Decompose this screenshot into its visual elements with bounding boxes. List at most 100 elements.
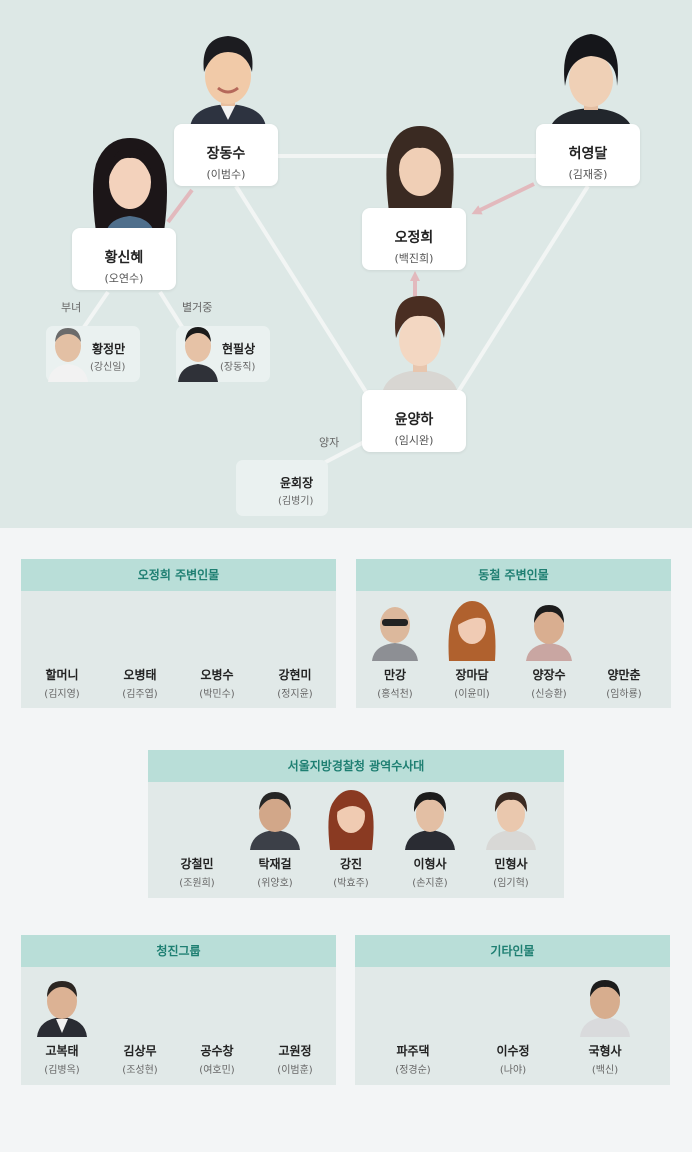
member-actor: (김병옥): [44, 1065, 80, 1076]
member-name: 민형사: [494, 857, 528, 871]
member-card[interactable]: 고원정 (이범훈): [256, 975, 334, 1076]
character-jang-dongsu[interactable]: 장동수 (이범수): [174, 124, 278, 186]
character-name: 황정만: [92, 342, 126, 356]
member-actor: (임하룡): [606, 689, 642, 700]
member-name: 할머니: [45, 668, 79, 682]
member-name: 장마담: [455, 668, 489, 682]
actor-name: (강신일): [90, 362, 126, 373]
actor-name: (오연수): [104, 272, 144, 285]
member-card[interactable]: 만강 (홍석천): [356, 599, 434, 700]
group-cheongjin: 청진그룹 고복태 (김병옥) 김상무 (조성현) 공수창 (여호민) 고원정 (…: [21, 935, 336, 1085]
member-card[interactable]: 민형사 (임기혁): [472, 788, 550, 889]
jang-madam-portrait-icon: [448, 601, 496, 661]
group-title: 오정희 주변인물: [21, 559, 336, 591]
character-name: 윤회장: [280, 476, 314, 490]
member-actor: (홍석천): [377, 689, 413, 700]
lee-hyeongsa-portrait-icon: [405, 792, 455, 850]
member-card[interactable]: 파주댁 (정경순): [374, 975, 452, 1076]
group-title: 청진그룹: [21, 935, 336, 967]
line-heo-yoon: [456, 184, 590, 394]
gang-jin-portrait-icon: [328, 790, 374, 850]
member-card[interactable]: 이수정 (나야): [474, 975, 552, 1076]
character-oh-jeonghui[interactable]: 오정희 (백진희): [362, 208, 466, 270]
member-actor: (임기혁): [493, 878, 529, 889]
actor-name: (장동직): [220, 362, 256, 373]
member-name: 고복태: [45, 1044, 79, 1058]
member-name: 강철민: [180, 857, 214, 871]
character-name: 허영달: [568, 146, 608, 162]
actor-name: (이범수): [206, 168, 246, 181]
member-name: 만강: [383, 668, 407, 682]
member-card[interactable]: 강현미 (정지윤): [256, 599, 334, 700]
member-name: 이형사: [413, 857, 447, 871]
actor-name: (백진희): [394, 252, 434, 265]
heo-yeongdal-portrait-icon: [549, 34, 633, 132]
member-card[interactable]: 오병태 (김주엽): [101, 599, 179, 700]
character-name: 오정희: [394, 230, 434, 246]
member-card[interactable]: 고복태 (김병옥): [23, 975, 101, 1076]
arrow-heo-oh: [471, 182, 535, 215]
member-name: 오병수: [200, 668, 234, 682]
character-name: 윤양하: [394, 412, 434, 428]
character-name: 장동수: [206, 146, 246, 162]
member-actor: (조성현): [122, 1065, 158, 1076]
line-hwang-jang: [166, 188, 194, 224]
character-name: 황신혜: [104, 250, 144, 266]
group-seoul-police: 서울지방경찰청 광역수사대 강철민 (조원희) 탁재걸 (위양호) 강진 (박효…: [148, 750, 564, 898]
member-name: 양장수: [532, 668, 566, 682]
member-actor: (백신): [591, 1065, 619, 1076]
member-card[interactable]: 오병수 (박민수): [178, 599, 256, 700]
actor-name: (임시완): [394, 434, 434, 447]
tak-jaegeol-portrait-icon: [250, 792, 300, 850]
relation-label-father-daughter: 부녀: [61, 301, 82, 314]
member-card[interactable]: 김상무 (조성현): [101, 975, 179, 1076]
member-actor: (이윤미): [454, 689, 490, 700]
line-yoon-yoonhj: [321, 440, 365, 466]
member-actor: (김주엽): [122, 689, 158, 700]
member-card[interactable]: 장마담 (이윤미): [433, 599, 511, 700]
group-title: 동철 주변인물: [356, 559, 671, 591]
member-name: 파주댁: [396, 1044, 430, 1058]
member-name: 이수정: [496, 1044, 530, 1058]
member-actor: (신승환): [531, 689, 567, 700]
line-hwang-hwangjm: [80, 290, 110, 332]
character-hyeon-pilsang[interactable]: 현필상 (장동직): [176, 326, 270, 382]
character-heo-yeongdal[interactable]: 허영달 (김재중): [536, 124, 640, 186]
member-card[interactable]: 탁재걸 (위양호): [236, 788, 314, 889]
member-name: 강현미: [278, 668, 312, 682]
member-card[interactable]: 공수창 (여호민): [178, 975, 256, 1076]
character-hwang-jeongman[interactable]: 황정만 (강신일): [46, 326, 140, 382]
member-actor: (나야): [499, 1065, 527, 1076]
member-name: 오병태: [123, 668, 157, 682]
member-name: 김상무: [123, 1044, 157, 1058]
group-others: 기타인물 파주댁 (정경순) 이수정 (나야) 국형사 (백신): [355, 935, 670, 1085]
member-card[interactable]: 강진 (박효주): [312, 788, 390, 889]
character-hwang-sinhye[interactable]: 황신혜 (오연수): [72, 228, 176, 290]
member-actor: (손지훈): [412, 878, 448, 889]
man-gang-portrait-icon: [372, 607, 418, 661]
character-yoon-yangha[interactable]: 윤양하 (임시완): [362, 390, 466, 452]
group-dongcheol-circle: 동철 주변인물 만강 (홍석천) 장마담 (이윤미) 양장수 (신승환) 양만춘…: [356, 559, 671, 708]
member-name: 강진: [339, 857, 363, 871]
member-actor: (박민수): [199, 689, 235, 700]
group-title: 서울지방경찰청 광역수사대: [148, 750, 564, 782]
group-oh-jeonghui-circle: 오정희 주변인물 할머니 (김지영) 오병태 (김주엽) 오병수 (박민수) 강…: [21, 559, 336, 708]
member-card[interactable]: 양만춘 (임하룡): [585, 599, 663, 700]
member-actor: (이범훈): [277, 1065, 313, 1076]
member-actor: (김지영): [44, 689, 80, 700]
member-card[interactable]: 양장수 (신승환): [510, 599, 588, 700]
jang-dongsu-portrait-icon: [190, 36, 266, 128]
actor-name: (김재중): [568, 168, 608, 181]
character-yoon-hoejang[interactable]: 윤회장 (김병기): [236, 460, 328, 516]
yoon-yangha-portrait-icon: [382, 296, 458, 394]
member-name: 탁재걸: [258, 857, 292, 871]
member-actor: (조원희): [179, 878, 215, 889]
member-card[interactable]: 이형사 (손지훈): [391, 788, 469, 889]
go-boktae-portrait-icon: [37, 981, 87, 1037]
group-title: 기타인물: [355, 935, 670, 967]
character-name: 현필상: [222, 342, 256, 356]
actor-name: (김병기): [278, 496, 314, 507]
member-card[interactable]: 강철민 (조원희): [158, 788, 236, 889]
member-card[interactable]: 국형사 (백신): [566, 975, 644, 1076]
member-card[interactable]: 할머니 (김지영): [23, 599, 101, 700]
